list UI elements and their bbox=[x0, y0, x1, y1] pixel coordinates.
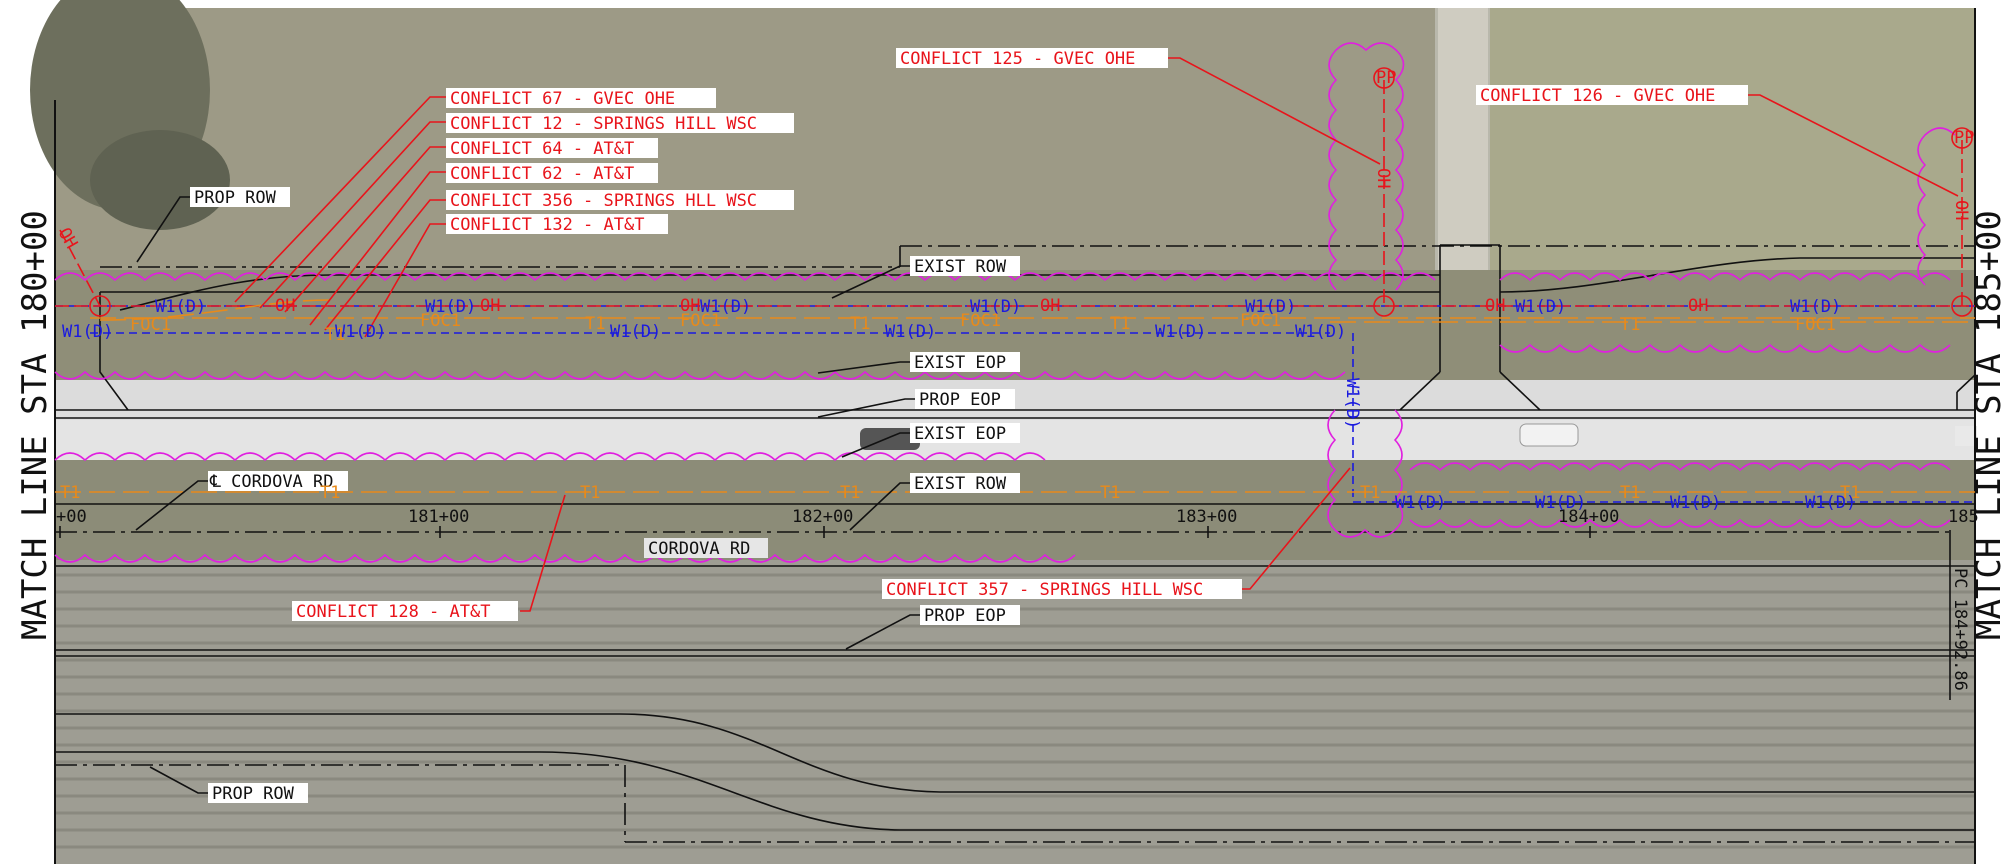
water-label: W1(D) bbox=[610, 322, 661, 342]
telecom-label: T1 bbox=[1840, 483, 1860, 503]
prop-row-callout: PROP ROW bbox=[212, 784, 295, 804]
match-line-right: MATCH LINE STA 185+00 bbox=[1969, 210, 2005, 640]
fiber-label: FOC1 bbox=[960, 311, 1001, 331]
water-label: W1(D) bbox=[970, 297, 1021, 317]
telecom-label: T1 bbox=[320, 483, 340, 503]
exist-eop-callout: EXIST EOP bbox=[914, 424, 1006, 444]
telecom-label: T1 bbox=[1620, 483, 1640, 503]
fiber-label: FOC1 bbox=[680, 311, 721, 331]
road-name-bg bbox=[644, 538, 768, 558]
exist-row-callout: EXIST ROW bbox=[914, 257, 1007, 277]
water-label: W1(D) bbox=[1515, 297, 1566, 317]
water-label: W1(D) bbox=[335, 322, 386, 342]
overhead-label: OH bbox=[1373, 168, 1393, 188]
match-line-left: MATCH LINE STA 180+00 bbox=[15, 210, 55, 640]
centerline-callout: ℄ CORDOVA RD bbox=[209, 472, 334, 492]
telecom-label: T1 bbox=[1620, 315, 1640, 335]
fiber-label: FOC1 bbox=[130, 315, 171, 335]
telecom-label: T1 bbox=[1100, 483, 1120, 503]
overhead-label: OH bbox=[1040, 296, 1060, 316]
water-label: W1(D) bbox=[885, 322, 936, 342]
telecom-label: T1 bbox=[325, 325, 345, 345]
water-label: W1(D) bbox=[425, 297, 476, 317]
prop-row-callout: PROP ROW bbox=[194, 188, 277, 208]
exist-row-callout: EXIST ROW bbox=[914, 474, 1007, 494]
linework-leaders bbox=[135, 196, 920, 794]
telecom-label: T1 bbox=[840, 483, 860, 503]
water-label: W1(D) bbox=[1395, 493, 1446, 513]
telecom-label: T1 bbox=[580, 483, 600, 503]
linework-callouts: PROP ROW EXIST ROW EXIST EOP PROP EOP EX… bbox=[190, 187, 1020, 804]
centerline-ticks bbox=[59, 526, 1591, 538]
overhead-label: OH bbox=[480, 296, 500, 316]
station-label: 182+00 bbox=[792, 507, 853, 527]
utility-labels: W1(D) W1(D) W1(D) W1(D) W1(D) W1(D) W1(D… bbox=[54, 68, 1975, 513]
conflict-label: CONFLICT 126 - GVEC OHE bbox=[1480, 86, 1715, 106]
water-label: W1(D) bbox=[700, 297, 751, 317]
station-label: 183+00 bbox=[1176, 507, 1237, 527]
sheet-border bbox=[54, 8, 1976, 864]
power-pole-label: PP bbox=[1954, 128, 1974, 148]
conflict-label: CONFLICT 62 - AT&T bbox=[450, 164, 634, 184]
conflict-leaders bbox=[234, 57, 1959, 612]
power-poles bbox=[89, 67, 1973, 317]
station-label: 181+00 bbox=[408, 507, 469, 527]
overhead-label: OH bbox=[275, 296, 295, 316]
water-label: W1(D) bbox=[1805, 493, 1856, 513]
conflict-label: CONFLICT 125 - GVEC OHE bbox=[900, 49, 1135, 69]
water-label: W1(D) bbox=[62, 322, 113, 342]
conflict-label: CONFLICT 132 - AT&T bbox=[450, 215, 644, 235]
conflict-label: CONFLICT 356 - SPRINGS HLL WSC bbox=[450, 191, 757, 211]
fiber-label: FOC1 bbox=[420, 311, 461, 331]
telecom-label: T1 bbox=[60, 483, 80, 503]
conflict-label: CONFLICT 64 - AT&T bbox=[450, 139, 634, 159]
station-label: +00 bbox=[56, 507, 87, 527]
overhead-label: OH bbox=[680, 296, 700, 316]
water-label: W1(D) bbox=[1535, 493, 1586, 513]
overhead-electric-line bbox=[55, 80, 1975, 307]
telecom-label: T1 bbox=[585, 314, 605, 334]
prop-eop-callout: PROP EOP bbox=[919, 390, 1001, 410]
water-label: W1(D) bbox=[1670, 493, 1721, 513]
revision-clouds bbox=[54, 42, 1956, 563]
water-label: W1(D) bbox=[1295, 322, 1346, 342]
road-name: CORDOVA RD bbox=[648, 539, 750, 559]
fiber-label: FOC1 bbox=[1795, 315, 1836, 335]
telecom-label: T1 bbox=[1360, 483, 1380, 503]
telecom-label: T1 bbox=[1110, 314, 1130, 334]
station-labels: +00 181+00 182+00 183+00 184+00 185 bbox=[56, 507, 1979, 527]
water-label: W1(D) bbox=[1245, 297, 1296, 317]
water-label: W1(D) bbox=[1342, 378, 1362, 429]
overhead-label: OH bbox=[1688, 296, 1708, 316]
conflict-label: CONFLICT 357 - SPRINGS HILL WSC bbox=[886, 580, 1203, 600]
exist-eop-callout: EXIST EOP bbox=[914, 353, 1006, 373]
conflict-label: CONFLICT 67 - GVEC OHE bbox=[450, 89, 675, 109]
pc-label: PC 184+92.86 bbox=[1950, 568, 1970, 691]
conflict-labels: CONFLICT 67 - GVEC OHE CONFLICT 12 - SPR… bbox=[292, 48, 1748, 622]
telecom-label: T1 bbox=[850, 314, 870, 334]
water-label: W1(D) bbox=[1790, 297, 1841, 317]
prop-eop-callout: PROP EOP bbox=[924, 606, 1006, 626]
conflict-label: CONFLICT 12 - SPRINGS HILL WSC bbox=[450, 114, 757, 134]
row-lines bbox=[55, 245, 1975, 843]
conflict-label: CONFLICT 128 - AT&T bbox=[296, 602, 490, 622]
fiber-label: FOC1 bbox=[1240, 311, 1281, 331]
station-label: 184+00 bbox=[1558, 507, 1619, 527]
power-pole-label: PP bbox=[1376, 68, 1396, 88]
water-label: W1(D) bbox=[1155, 322, 1206, 342]
station-label: 185 bbox=[1948, 507, 1979, 527]
water-label: W1(D) bbox=[155, 297, 206, 317]
overhead-label: OH bbox=[1485, 296, 1505, 316]
road-linework bbox=[55, 244, 1976, 831]
overhead-label: OH bbox=[1951, 200, 1971, 220]
